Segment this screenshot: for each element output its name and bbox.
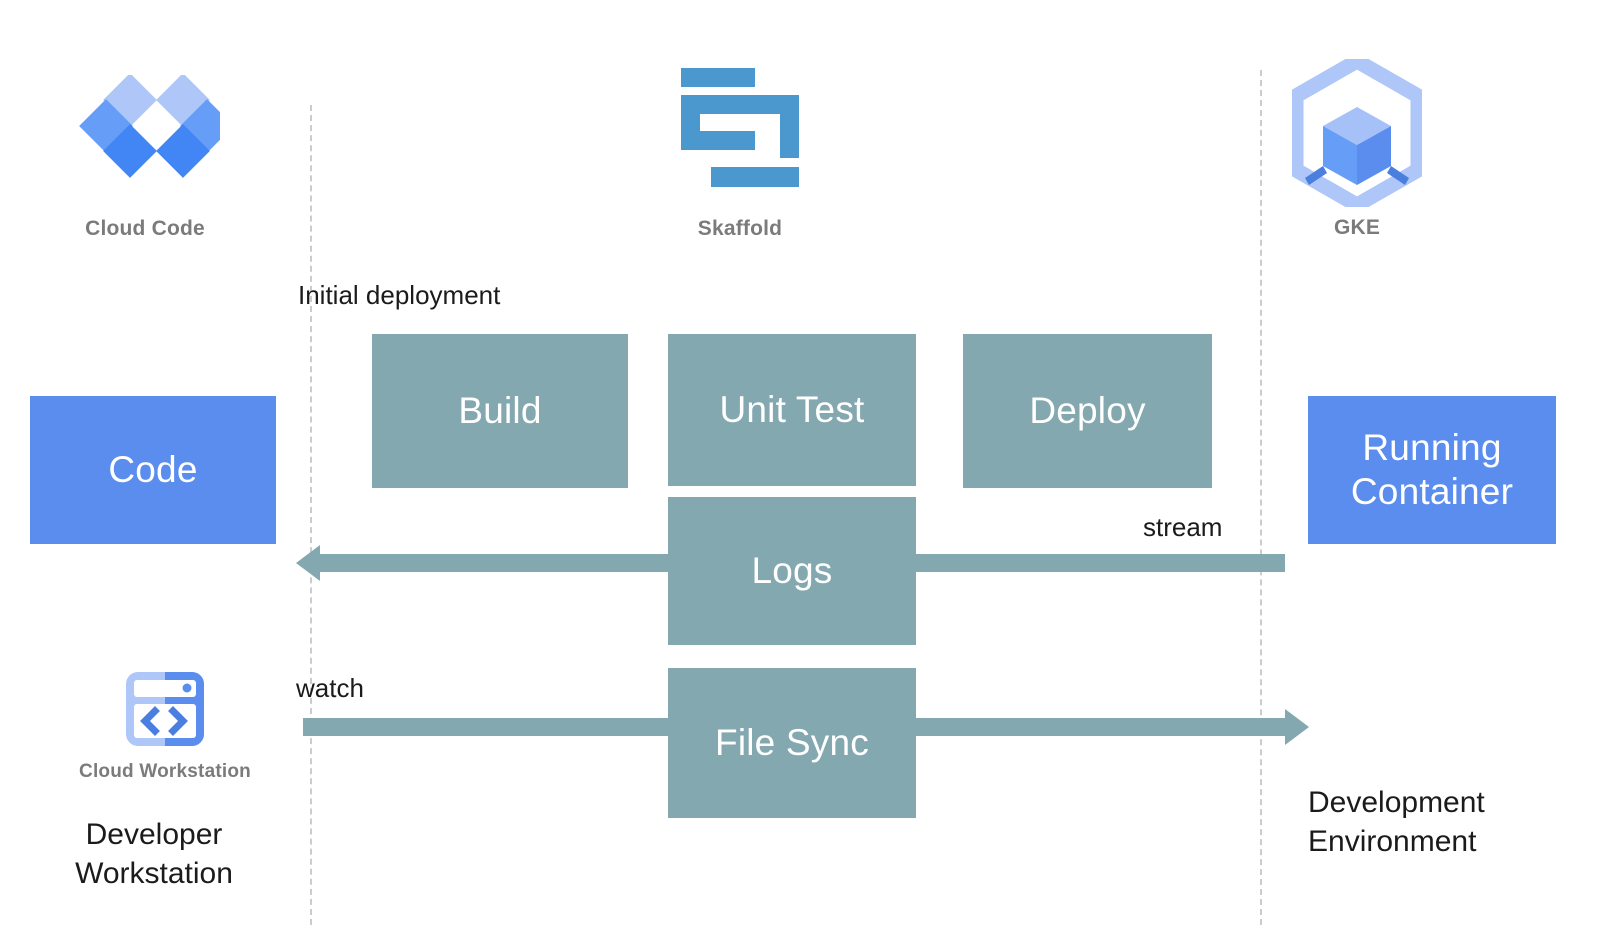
box-deploy-label: Deploy bbox=[1029, 390, 1146, 431]
label-watch: watch bbox=[296, 673, 364, 703]
label-stream: stream bbox=[1143, 512, 1223, 542]
logo-caption-gke: GKE bbox=[1333, 216, 1381, 239]
caption-developer-workstation: Developer Workstation bbox=[18, 815, 290, 893]
environment-boundary-line bbox=[1260, 70, 1262, 925]
developer-workstation-line-1: Developer bbox=[85, 818, 223, 851]
caption-development-environment: Development Environment bbox=[1308, 783, 1588, 861]
logs-stream-arrow-head bbox=[296, 545, 320, 581]
running-container-line-2: Container bbox=[1350, 471, 1514, 512]
box-unit-test-label: Unit Test bbox=[719, 389, 865, 430]
cloud-code-diamonds-icon bbox=[40, 60, 250, 205]
logo-caption-cloud-workstation: Cloud Workstation bbox=[79, 761, 251, 782]
logo-block-skaffold: Skaffold bbox=[635, 58, 845, 241]
box-file-sync-label: File Sync bbox=[715, 722, 869, 763]
logo-block-gke: GKE bbox=[1252, 55, 1462, 240]
development-environment-line-1: Development bbox=[1308, 786, 1485, 819]
development-environment-line-2: Environment bbox=[1308, 825, 1477, 858]
logo-caption-cloud-code: Cloud Code bbox=[85, 217, 205, 240]
box-running-container-label: Running Container bbox=[1351, 426, 1513, 513]
box-code-label: Code bbox=[108, 449, 198, 491]
box-logs[interactable]: Logs bbox=[668, 497, 916, 645]
box-file-sync[interactable]: File Sync bbox=[668, 668, 916, 818]
workstation-boundary-line bbox=[310, 105, 312, 925]
box-build-label: Build bbox=[458, 390, 542, 431]
skaffold-s-icon bbox=[635, 58, 845, 203]
developer-workstation-line-2: Workstation bbox=[75, 857, 233, 890]
label-initial-deployment: Initial deployment bbox=[298, 280, 501, 310]
file-sync-arrow-head bbox=[1285, 709, 1309, 745]
box-build[interactable]: Build bbox=[372, 334, 628, 488]
box-running-container[interactable]: Running Container bbox=[1308, 396, 1556, 544]
box-deploy[interactable]: Deploy bbox=[963, 334, 1212, 488]
box-code[interactable]: Code bbox=[30, 396, 276, 544]
logo-block-cloud-code: Cloud Code bbox=[40, 60, 250, 241]
logo-block-cloud-workstation: Cloud Workstation bbox=[40, 665, 290, 783]
running-container-line-1: Running bbox=[1362, 427, 1502, 469]
box-unit-test[interactable]: Unit Test bbox=[668, 334, 916, 486]
cloud-workstation-code-window-icon bbox=[40, 665, 290, 753]
gke-hexagon-cube-icon bbox=[1252, 55, 1462, 210]
logo-caption-skaffold: Skaffold bbox=[697, 217, 783, 240]
box-logs-label: Logs bbox=[751, 550, 833, 591]
